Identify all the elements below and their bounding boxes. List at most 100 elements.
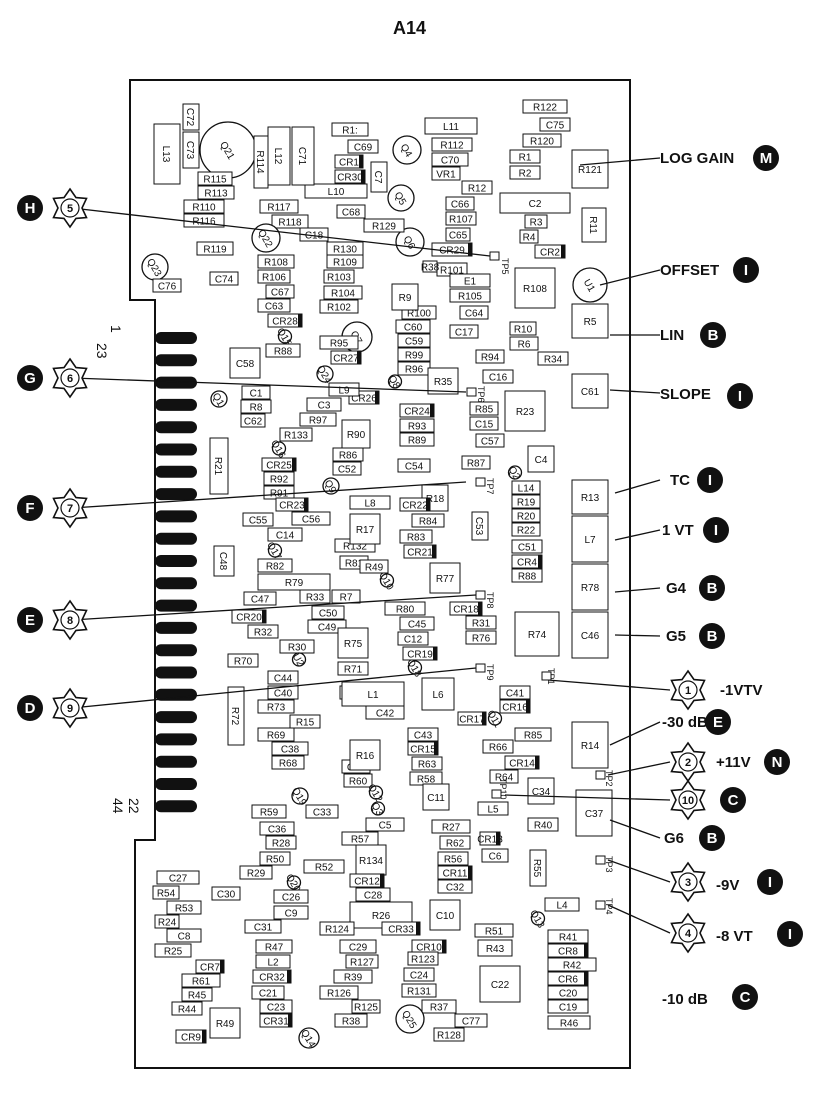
svg-text:R3: R3	[530, 218, 543, 229]
svg-text:R102: R102	[327, 303, 351, 314]
svg-text:C33: C33	[313, 808, 332, 819]
component-cr10: CR10	[411, 939, 447, 954]
svg-text:R103: R103	[327, 273, 351, 284]
component-c73: C73	[182, 131, 200, 169]
svg-text:R57: R57	[351, 835, 370, 846]
component-c71: C71	[291, 126, 315, 186]
component-r78: R78	[571, 563, 609, 611]
svg-text:R133: R133	[284, 431, 308, 442]
svg-text:R94: R94	[481, 353, 500, 364]
svg-text:C49: C49	[318, 623, 337, 634]
component-r59: R59	[251, 804, 287, 819]
component-r56: R56	[437, 851, 469, 866]
component-c74: C74	[209, 271, 239, 286]
component-r75: R75	[337, 627, 369, 659]
component-cr24: CR24	[399, 403, 435, 418]
svg-text:CR28: CR28	[272, 317, 298, 328]
svg-text:C4: C4	[535, 455, 548, 466]
svg-text:C38: C38	[281, 745, 300, 756]
component-cr16: CR16	[499, 699, 531, 714]
svg-text:C6: C6	[489, 852, 502, 863]
component-c15: C15	[469, 416, 499, 431]
svg-text:CR31: CR31	[263, 1017, 289, 1028]
component-c59: C59	[397, 333, 431, 348]
svg-text:R123: R123	[411, 955, 435, 966]
component-r6: R6	[509, 336, 539, 351]
svg-text:CR29: CR29	[439, 246, 465, 257]
svg-text:R88: R88	[518, 572, 537, 583]
component-r77: R77	[429, 562, 461, 594]
connector-finger	[155, 332, 197, 344]
component-r30: R30	[279, 639, 315, 654]
component-c32: C32	[437, 879, 473, 894]
component-r5: R5	[571, 303, 609, 339]
svg-text:C: C	[728, 792, 739, 809]
component-c8: C8	[166, 928, 202, 943]
component-r88: R88	[511, 568, 543, 583]
svg-text:R108: R108	[264, 258, 288, 269]
right-letter-5: I	[703, 517, 729, 543]
svg-text:C68: C68	[342, 208, 361, 219]
svg-text:B: B	[708, 327, 719, 344]
component-r57: R57	[341, 831, 379, 846]
svg-text:R58: R58	[417, 775, 436, 786]
svg-text:C73: C73	[184, 141, 195, 160]
svg-text:R29: R29	[247, 869, 266, 880]
svg-text:R2: R2	[519, 169, 532, 180]
svg-text:R114: R114	[254, 150, 265, 174]
component-r53: R53	[166, 900, 202, 915]
svg-text:C47: C47	[251, 595, 270, 606]
right-star-3: 3	[670, 861, 706, 903]
component-l11: L11	[424, 117, 478, 135]
component-c75: C75	[539, 117, 571, 132]
svg-text:R117: R117	[267, 203, 291, 214]
component-u1: U1	[572, 267, 608, 303]
component-r38: R38	[421, 260, 440, 274]
component-cr12: CR12	[349, 873, 385, 888]
component-r27: R27	[431, 819, 471, 834]
component-l1: L1	[341, 681, 405, 707]
svg-text:C11: C11	[427, 793, 445, 804]
svg-text:R21: R21	[212, 457, 223, 476]
component-r21: R21	[209, 437, 229, 495]
component-r17: R17	[349, 513, 381, 545]
component-r124: R124	[319, 921, 355, 936]
svg-text:L12: L12	[272, 148, 283, 165]
svg-text:C: C	[740, 989, 751, 1006]
svg-text:R63: R63	[418, 760, 437, 771]
svg-text:N: N	[772, 754, 783, 771]
svg-text:C37: C37	[585, 809, 604, 820]
board-outline	[129, 79, 631, 1069]
right-letter-7: B	[699, 623, 725, 649]
svg-text:C27: C27	[169, 874, 188, 885]
svg-text:R56: R56	[444, 855, 463, 866]
svg-text:C14: C14	[276, 531, 295, 542]
svg-text:R122: R122	[533, 103, 557, 114]
component-r29: R29	[239, 865, 273, 880]
svg-text:R101: R101	[440, 266, 464, 277]
svg-text:R79: R79	[285, 578, 304, 589]
svg-text:CR33: CR33	[388, 925, 414, 936]
component-r42: R42	[547, 957, 597, 972]
component-l6: L6	[421, 677, 455, 711]
svg-text:R37: R37	[430, 1003, 449, 1014]
component-r91: R91	[263, 485, 295, 500]
component-r13: R13	[571, 479, 609, 515]
svg-text:R25: R25	[164, 947, 183, 958]
component-r40: R40	[527, 817, 559, 832]
edge-pin-22: 22	[126, 798, 142, 814]
component-l13: L13	[153, 123, 181, 185]
component-r89: R89	[399, 432, 435, 447]
component-r118: R118	[271, 214, 309, 229]
svg-text:R9: R9	[399, 293, 412, 304]
tp-label-tp7: TP7	[485, 478, 495, 495]
svg-text:R92: R92	[270, 475, 289, 486]
connector-finger	[155, 555, 197, 567]
component-r63: R63	[411, 756, 443, 771]
component-r58: R58	[409, 771, 443, 786]
component-cr2: CR2	[534, 244, 566, 259]
component-r103: R103	[323, 269, 355, 284]
svg-text:R49: R49	[365, 563, 384, 574]
component-q22: Q22	[251, 223, 281, 253]
component-c51: C51	[511, 539, 543, 554]
